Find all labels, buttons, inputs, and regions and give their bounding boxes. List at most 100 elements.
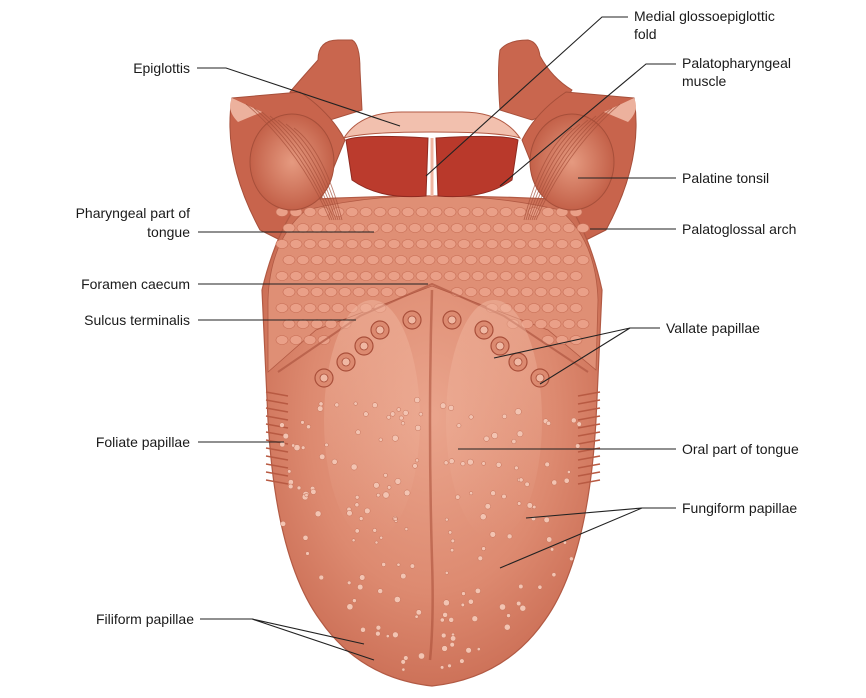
papilla-dot [544, 517, 550, 523]
papilla-dot [374, 482, 380, 488]
lingual-bump [311, 224, 323, 233]
papilla-dot [546, 421, 550, 425]
papilla-dot [376, 625, 381, 630]
lingual-bump [486, 272, 498, 281]
label-epiglottis: Epiglottis [133, 60, 190, 76]
lingual-bump [304, 240, 316, 249]
lingual-bump [521, 256, 533, 265]
papilla-dot [416, 610, 421, 615]
lingual-bump [325, 256, 337, 265]
papilla-dot [482, 462, 486, 466]
papilla-dot [384, 473, 388, 477]
lingual-bump [514, 208, 526, 217]
papilla-dot [354, 402, 358, 406]
lingual-bump [514, 272, 526, 281]
papilla-dot [466, 648, 472, 654]
lingual-bump [374, 272, 386, 281]
lingual-bump [367, 256, 379, 265]
lingual-bump [570, 240, 582, 249]
papilla-dot [450, 636, 455, 641]
papilla-dot [440, 666, 444, 670]
papilla-dot [484, 436, 489, 441]
lingual-bump [577, 224, 589, 233]
papilla-dot [364, 508, 370, 514]
lingual-bump [297, 224, 309, 233]
label-foramen-caecum: Foramen caecum [81, 276, 190, 292]
papilla-dot [491, 491, 496, 496]
papilla-dot [347, 604, 353, 610]
papilla-dot [361, 627, 366, 632]
lingual-bump [563, 288, 575, 297]
papilla-dot [351, 464, 357, 470]
papilla-dot [280, 442, 285, 447]
papilla-dot [387, 415, 391, 419]
papilla-dot [319, 454, 325, 460]
lingual-bump [339, 256, 351, 265]
papilla-dot [450, 548, 454, 552]
lingual-bump [360, 272, 372, 281]
papilla-dot [571, 418, 576, 423]
label-pharyngeal-part-2: tongue [147, 224, 190, 240]
lingual-bump [360, 208, 372, 217]
label-oral-part: Oral part of tongue [682, 441, 799, 457]
papilla-dot [525, 482, 530, 487]
lingual-bump [458, 208, 470, 217]
papilla-dot [440, 618, 444, 622]
lingual-bump [535, 224, 547, 233]
lingual-bump [297, 320, 309, 329]
vallate-papilla-center [496, 342, 504, 350]
papilla-dot [356, 430, 361, 435]
lingual-bump [416, 208, 428, 217]
papilla-dot [444, 461, 448, 465]
papilla-dot [355, 495, 359, 499]
lingual-bump [290, 240, 302, 249]
papilla-dot [442, 646, 448, 652]
papilla-dot [448, 664, 452, 668]
papilla-dot [380, 536, 383, 539]
label-vallate-papillae: Vallate papillae [666, 320, 760, 336]
papilla-dot [445, 518, 448, 521]
papilla-dot [545, 462, 550, 467]
papilla-dot [394, 517, 398, 521]
papilla-dot [397, 408, 401, 412]
lingual-bump [374, 240, 386, 249]
papilla-dot [575, 444, 580, 449]
papilla-dot [292, 444, 295, 447]
papilla-dot [319, 575, 324, 580]
papilla-dot [394, 596, 400, 602]
papilla-dot [405, 528, 408, 531]
lingual-bump [472, 208, 484, 217]
label-medial-fold: Medial glossoepiglottic [634, 8, 775, 24]
lingual-bump [346, 272, 358, 281]
vallecula-right [436, 136, 518, 196]
papilla-dot [402, 668, 405, 671]
lingual-bump [479, 288, 491, 297]
papilla-dot [325, 443, 329, 447]
label-filiform-papillae: Filiform papillae [96, 611, 194, 627]
lingual-bump [465, 224, 477, 233]
lingual-bump [507, 224, 519, 233]
vallate-papilla-center [360, 342, 368, 350]
lingual-bump [325, 224, 337, 233]
papilla-dot [507, 534, 512, 539]
papilla-dot [387, 486, 391, 490]
papilla-dot [399, 416, 403, 420]
lingual-bump [563, 224, 575, 233]
lingual-bump [542, 240, 554, 249]
papilla-dot [315, 511, 321, 517]
vallate-papilla-center [514, 358, 522, 366]
lingual-bump [493, 288, 505, 297]
vallecula-left [346, 136, 428, 196]
papilla-dot [514, 466, 518, 470]
papilla-dot [512, 439, 516, 443]
papilla-dot [550, 548, 554, 552]
papilla-dot [414, 397, 420, 403]
lingual-bump [318, 272, 330, 281]
papilla-dot [376, 493, 380, 497]
lingual-bump [549, 224, 561, 233]
lingual-bump [479, 256, 491, 265]
tongue-anatomy [230, 40, 636, 686]
lingual-bump [507, 288, 519, 297]
papilla-dot [504, 624, 510, 630]
papilla-dot [303, 535, 308, 540]
